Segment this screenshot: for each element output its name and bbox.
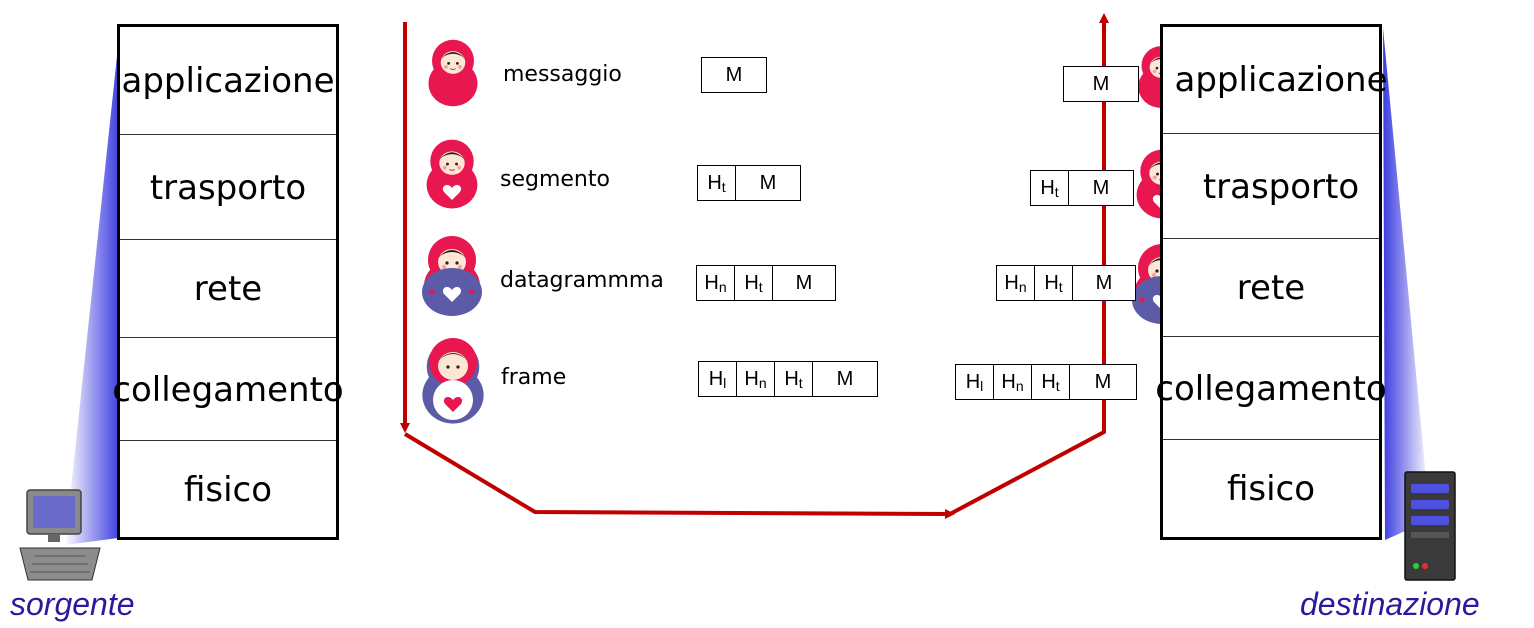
pdu-name-datagram: datagrammma — [500, 268, 664, 293]
payload-cell: M — [1092, 72, 1110, 95]
payload-cell: M — [1092, 176, 1110, 199]
destination-protocol-stack: applicazione trasporto rete collegamento… — [1155, 24, 1388, 540]
layer-transport: trasporto — [120, 134, 336, 240]
doll-apron-icon — [421, 338, 485, 425]
payload-cell: M — [1095, 271, 1113, 294]
source-protocol-stack: applicazione trasporto rete collegamento… — [112, 24, 344, 540]
layer-link: collegamento — [1155, 336, 1387, 440]
destination-link-wedge — [1383, 28, 1430, 540]
doll-heart-icon — [426, 138, 478, 210]
layer-physical: fisico — [1163, 439, 1379, 538]
payload-cell: M — [1094, 370, 1112, 393]
receive-path — [949, 405, 1106, 516]
payload-cell: M — [795, 271, 813, 294]
computer-icon — [19, 489, 101, 581]
payload-cell: M — [836, 367, 854, 390]
pdu-name-segment: segmento — [500, 167, 610, 192]
layer-transport: trasporto — [1163, 133, 1379, 239]
source-label: sorgente — [10, 586, 135, 622]
layer-application: applicazione — [121, 60, 335, 101]
pdu-name-message: messaggio — [503, 62, 622, 87]
layer-link: collegamento — [112, 337, 344, 441]
layer-application: applicazione — [1174, 60, 1388, 100]
source-link-wedge — [65, 28, 120, 545]
transmission-path — [403, 432, 955, 519]
pdu-message: M — [1063, 66, 1139, 102]
doll-icon — [427, 39, 479, 107]
layer-network: rete — [120, 239, 336, 338]
payload-cell: M — [759, 171, 777, 194]
payload-cell: M — [725, 63, 743, 86]
layer-physical: fisico — [120, 440, 336, 538]
doll-blue-icon — [422, 235, 482, 316]
destination-label: destinazione — [1300, 586, 1480, 622]
pdu-message: M — [701, 57, 767, 93]
layer-network: rete — [1163, 238, 1379, 337]
server-icon — [1404, 471, 1456, 581]
pdu-name-frame: frame — [501, 365, 567, 390]
